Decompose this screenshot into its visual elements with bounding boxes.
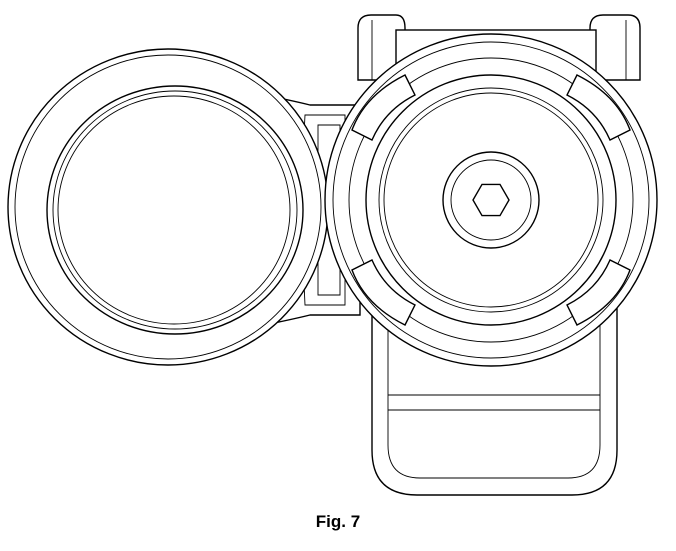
hex-bolt-icon bbox=[472, 183, 510, 217]
right-disc bbox=[324, 33, 658, 367]
figure-caption: Fig. 7 bbox=[315, 512, 361, 531]
left-ring bbox=[7, 48, 329, 366]
